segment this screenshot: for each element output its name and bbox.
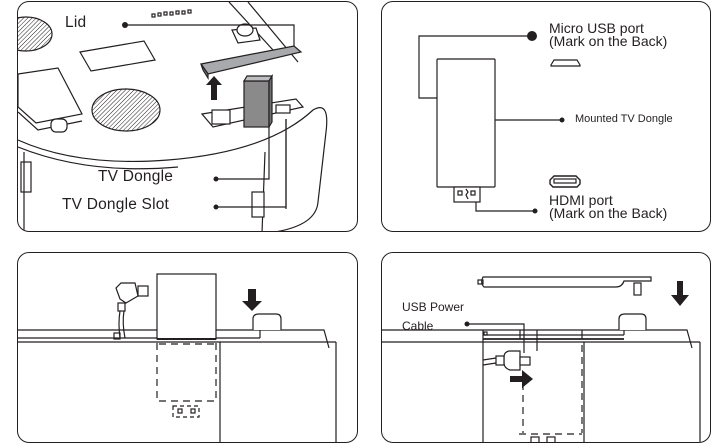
usb-power-line1: USB Power xyxy=(402,300,465,314)
panel-step-2-dongle-ports: Micro USB port (Mark on the Back) Mounte… xyxy=(381,1,711,232)
connect-cable-illustration xyxy=(382,276,701,442)
usb-plug xyxy=(482,350,531,371)
hdmi-port-icon xyxy=(549,175,581,188)
micro-usb-line1: Micro USB port xyxy=(549,20,644,36)
arrow-down-icon xyxy=(671,281,689,306)
hdmi-line2: (Mark on the Back) xyxy=(549,205,668,221)
label-hdmi: HDMI port (Mark on the Back) xyxy=(549,192,668,221)
tv-dongle xyxy=(242,73,274,130)
indicator-dots xyxy=(151,9,192,18)
vent-middle xyxy=(91,88,161,132)
button-bump xyxy=(618,313,647,330)
micro-usb-leader xyxy=(418,35,532,99)
lid-cover xyxy=(199,45,303,81)
dongle-ports-illustration xyxy=(418,31,581,214)
arrow-right-icon xyxy=(510,370,533,388)
dongle-slot-outline xyxy=(156,343,217,402)
micro-usb-port-icon xyxy=(550,59,581,67)
projector-top-illustration xyxy=(18,2,328,231)
label-lid: Lid xyxy=(65,14,87,31)
button-bump xyxy=(252,313,282,330)
label-tv-dongle-slot: TV Dongle Slot xyxy=(62,196,170,213)
arrow-down-icon xyxy=(242,289,262,311)
lid-leader xyxy=(125,24,295,46)
foot xyxy=(50,118,68,133)
label-plate xyxy=(79,40,156,72)
slot-leader xyxy=(216,119,287,208)
side-panel xyxy=(18,67,83,124)
usb-power-line2: Cable xyxy=(402,319,434,333)
micro-usb-line2: (Mark on the Back) xyxy=(549,33,668,49)
insert-dongle-illustration xyxy=(18,273,337,442)
dongle-leader xyxy=(216,127,270,180)
label-mounted-tv-dongle: Mounted TV Dongle xyxy=(575,113,673,125)
slot-connector xyxy=(172,405,200,418)
hdmi-leader xyxy=(475,202,535,212)
label-micro-usb: Micro USB port (Mark on the Back) xyxy=(549,20,668,49)
panel-step-3-insert-dongle xyxy=(17,252,358,443)
hdmi-line1: HDMI port xyxy=(549,192,613,208)
vent-top-left xyxy=(18,16,53,52)
usb-cable xyxy=(113,282,149,340)
label-usb-power-cable: USB Power Cable xyxy=(402,298,464,336)
dongle-body xyxy=(436,58,496,188)
lid-cover xyxy=(481,276,652,288)
label-tv-dongle: TV Dongle xyxy=(98,168,174,185)
arrow-up-icon xyxy=(206,76,222,100)
tv-dongle xyxy=(156,273,217,340)
panel-step-4-connect-cable: USB Power Cable xyxy=(381,252,711,443)
cable-leader xyxy=(467,323,525,353)
panel-step-1-open-lid: Lid TV Dongle TV Dongle Slot xyxy=(17,1,358,232)
dongle-slot-outline xyxy=(519,345,583,435)
